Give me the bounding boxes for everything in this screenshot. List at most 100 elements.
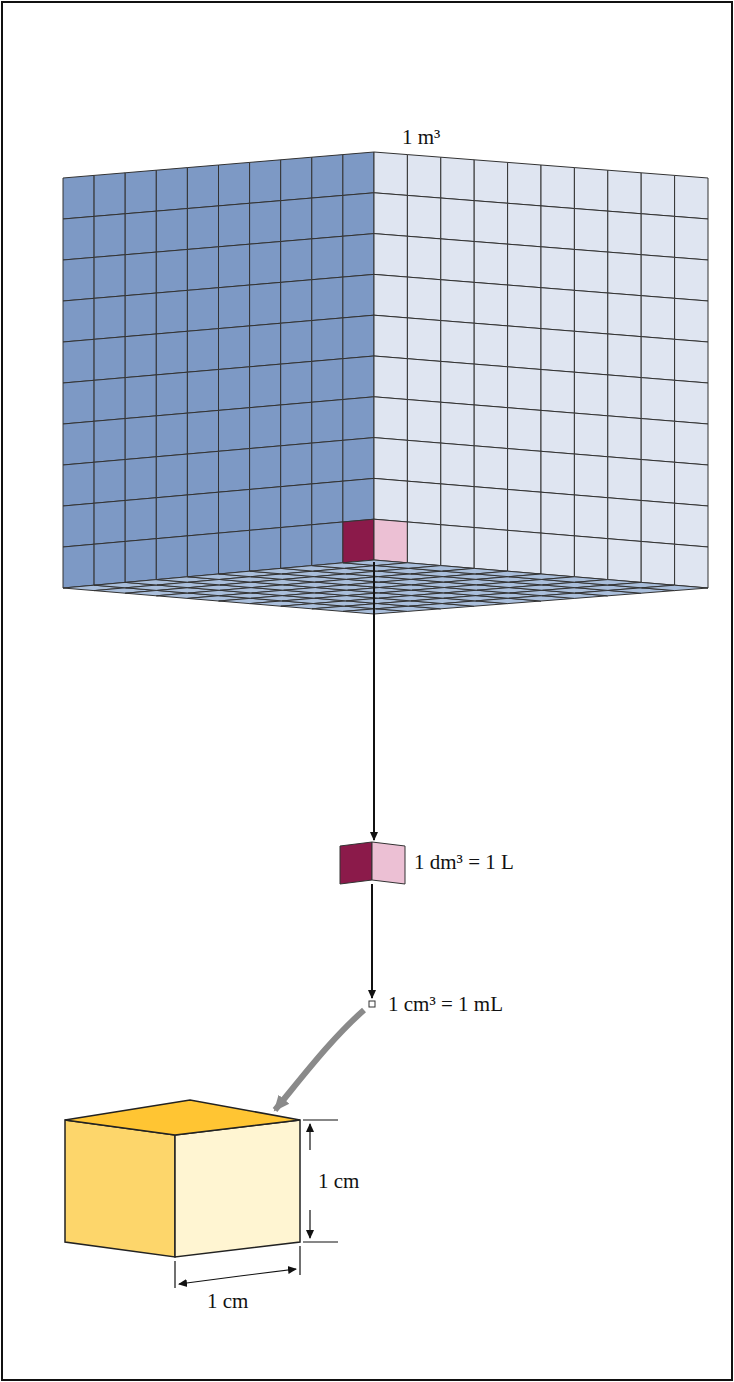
grid-cell (94, 500, 125, 544)
grid-cell (407, 318, 440, 362)
grid-cell (94, 173, 125, 217)
grid-cell (441, 280, 474, 324)
grid-cell (312, 400, 343, 444)
grid-cell (508, 530, 541, 574)
grid-cell (156, 209, 187, 253)
grid-cell (312, 440, 343, 484)
grid-cell (441, 361, 474, 405)
grid-cell (374, 478, 407, 522)
grid-cell (374, 438, 407, 482)
grid-cell (219, 326, 250, 370)
grid-cell (312, 236, 343, 279)
grid-cell (407, 236, 440, 279)
grid-cell (407, 400, 440, 444)
grid-cell (125, 211, 156, 255)
grid-cell (374, 519, 407, 563)
grid-cell (574, 331, 607, 375)
grid-cell (281, 321, 312, 365)
grid-cell (441, 239, 474, 283)
grid-cell (125, 457, 156, 501)
grid-cell (156, 331, 187, 375)
grid-cell (219, 449, 250, 493)
grid-cell (94, 337, 125, 381)
grid-cell (574, 454, 607, 498)
grid-cell (608, 457, 641, 501)
grid-cell (641, 378, 674, 422)
grid-cell (94, 255, 125, 299)
grid-cell (63, 339, 94, 383)
grid-cell (641, 585, 708, 590)
grid-cell (675, 175, 708, 219)
grid-cell (343, 315, 374, 359)
grid-cell (641, 173, 674, 217)
grid-cell (675, 257, 708, 301)
grid-cell (219, 530, 250, 574)
grid-cell (343, 478, 374, 522)
grid-cell (343, 519, 374, 563)
grid-cell (675, 339, 708, 383)
grid-cell (541, 206, 574, 250)
volume-label: 1 cm³ = 1 mL (388, 993, 503, 1016)
grid-cell (94, 419, 125, 463)
grid-cell (441, 157, 474, 200)
grid-cell (608, 293, 641, 337)
volume-label: 1 m³ (402, 126, 440, 149)
grid-cell (187, 492, 218, 536)
cubic-metre-cube (63, 152, 708, 614)
curved-arrow (275, 1010, 364, 1110)
grid-cell (125, 416, 156, 460)
grid-cell (250, 364, 281, 408)
grid-cell (374, 356, 407, 400)
grid-cell (219, 162, 250, 206)
grid-cell (474, 242, 507, 286)
grid-cell (474, 201, 507, 245)
grid-cell (675, 298, 708, 342)
grid-cell (312, 195, 343, 238)
grid-cell (407, 522, 440, 566)
grid-cell (574, 495, 607, 539)
grid-cell (508, 285, 541, 329)
grid-cell (250, 282, 281, 326)
grid-cell (541, 329, 574, 373)
grid-cell (374, 234, 407, 277)
grid-cell (281, 280, 312, 324)
grid-cell (219, 285, 250, 329)
grid-cell (250, 323, 281, 367)
grid-cell (574, 290, 607, 334)
grid-cell (343, 274, 374, 317)
grid-cell (63, 298, 94, 342)
grid-cell (474, 446, 507, 490)
arrow (371, 884, 373, 998)
grid-cell (156, 168, 187, 212)
grid-cell (343, 397, 374, 441)
grid-cell (187, 533, 218, 577)
grid-cell (156, 454, 187, 498)
grid-cell (94, 460, 125, 504)
grid-cell (187, 370, 218, 414)
grid-cell (608, 539, 641, 583)
grid-cell (125, 375, 156, 419)
grid-cell (281, 525, 312, 569)
grid-cell (441, 198, 474, 241)
grid-cell (63, 216, 94, 260)
grid-cell (312, 359, 343, 403)
grid-cell (541, 492, 574, 536)
grid-cell (374, 397, 407, 441)
cubic-decimetre-cube (340, 842, 405, 884)
grid-cell (574, 168, 607, 212)
grid-cell (641, 500, 674, 544)
grid-cell (641, 296, 674, 340)
grid-cell (343, 438, 374, 482)
grid-cell (343, 152, 374, 195)
grid-cell (641, 460, 674, 504)
grid-cell (94, 214, 125, 258)
grid-cell (441, 443, 474, 487)
grid-cell (574, 536, 607, 580)
grid-cell (541, 288, 574, 332)
grid-cell (187, 165, 218, 209)
grid-cell (343, 193, 374, 236)
grid-cell (250, 242, 281, 286)
grid-cell (343, 356, 374, 400)
grid-cell (94, 541, 125, 585)
grid-cell (407, 359, 440, 403)
